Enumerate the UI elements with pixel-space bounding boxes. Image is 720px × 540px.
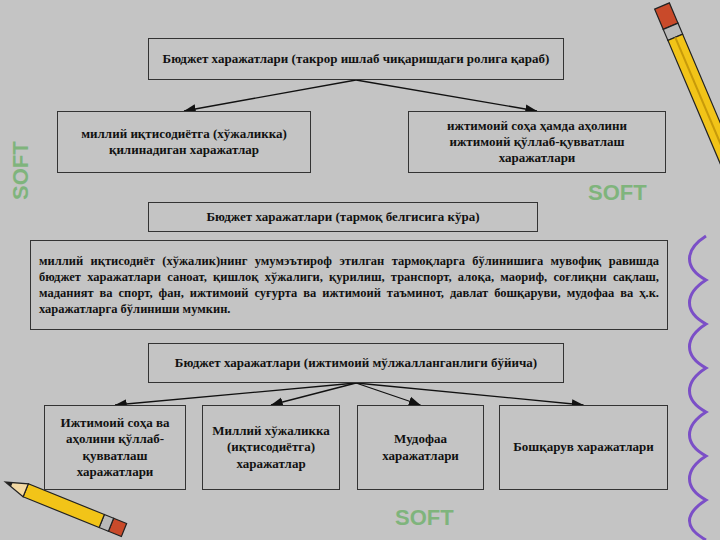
pencil-body	[668, 34, 720, 188]
box-text: миллий иқтисодиётга (хўжаликка) қилинади…	[66, 126, 302, 159]
box-text: миллий иқтисодиёт (хўжалик)нинг умумэъти…	[39, 253, 659, 318]
box-text: ижтимоий соҳа ҳамда аҳолини ижтимоий қўл…	[417, 118, 657, 167]
box-text: Бюджет харажатлари (тармоқ белгисига кўр…	[206, 209, 479, 225]
category-box: Мудофаа харажатлари	[357, 405, 484, 490]
connector-arrow	[271, 383, 356, 405]
watermark: SOFT	[588, 180, 647, 206]
category-box: Миллий хўжаликка (иқтисодиётга) харажатл…	[202, 405, 340, 490]
description-box: миллий иқтисодиёт (хўжалик)нинг умумэъти…	[30, 240, 668, 330]
pencil-edge	[675, 37, 720, 184]
pencil-illustration	[655, 3, 720, 214]
box-text: Миллий хўжаликка (иқтисодиётга) харажатл…	[211, 423, 331, 472]
pencil-tip	[3, 476, 29, 497]
watermark: SOFT	[395, 505, 454, 531]
category-box: Бошқарув харажатлари	[499, 405, 668, 490]
category-box: ижтимоий соҳа ҳамда аҳолини ижтимоий қўл…	[408, 111, 666, 173]
box-text: Бюджет харажатлари (такрор ишлаб чиқариш…	[163, 51, 550, 67]
box-text: Бошқарув харажатлари	[513, 439, 654, 455]
heading-box: Бюджет харажатлари (такрор ишлаб чиқариш…	[148, 38, 564, 80]
connector-arrow	[184, 80, 356, 111]
spiral-binding	[690, 236, 707, 540]
connector-arrow	[115, 383, 356, 405]
box-text: Бюджет харажатлари (ижтимоий мўлжалланга…	[175, 355, 537, 371]
box-text: Мудофаа харажатлари	[366, 431, 475, 464]
category-box: миллий иқтисодиётга (хўжаликка) қилинади…	[57, 111, 311, 173]
connector-arrow	[356, 80, 537, 111]
box-text: Ижтимоий соҳа ва аҳолини қўллаб-қувватла…	[53, 415, 177, 480]
category-box: Ижтимоий соҳа ва аҳолини қўллаб-қувватла…	[44, 405, 186, 490]
connector-arrow	[356, 383, 584, 405]
heading-box: Бюджет харажатлари (ижтимоий мўлжалланга…	[148, 343, 564, 383]
pencil-lead	[5, 480, 13, 486]
heading-box: Бюджет харажатлари (тармоқ белгисига кўр…	[148, 202, 538, 232]
watermark: SOFT	[8, 141, 34, 200]
pencil-body	[23, 484, 104, 528]
